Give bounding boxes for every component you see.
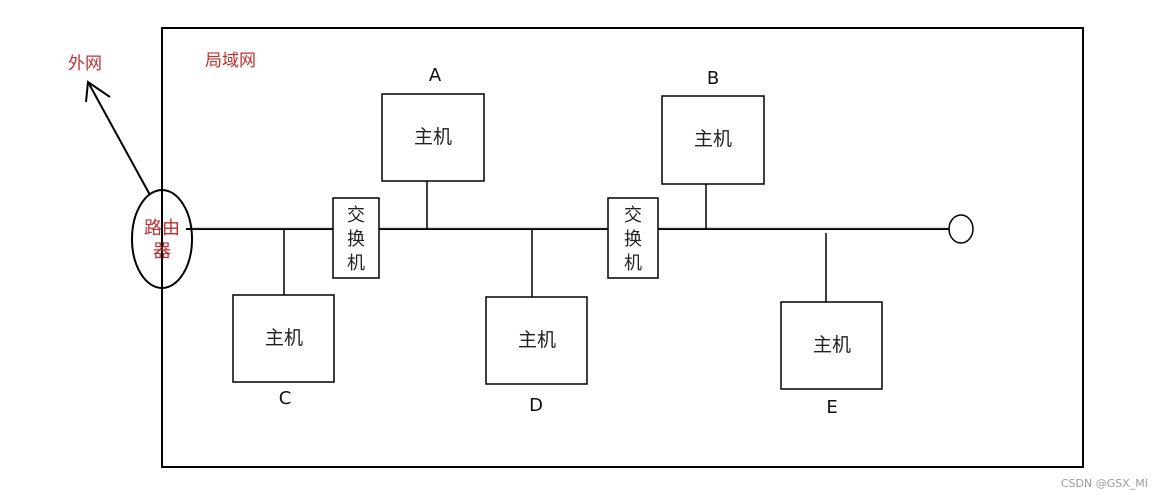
watermark: CSDN @GSX_MI <box>1061 477 1148 490</box>
host-b-label: 主机 <box>694 128 732 150</box>
router <box>131 189 193 289</box>
switch-2-char1: 交 <box>624 205 642 226</box>
host-d <box>485 296 588 385</box>
host-a <box>381 93 485 182</box>
switch-1-char3: 机 <box>347 253 365 274</box>
lan-boundary <box>161 27 1084 468</box>
arrow-shaft <box>87 81 151 196</box>
host-b <box>661 95 765 185</box>
host-c <box>232 294 335 383</box>
outer-net-label: 外网 <box>68 54 102 74</box>
switch-2-char2: 换 <box>624 229 642 250</box>
host-e-label: 主机 <box>813 334 851 356</box>
arrow-head <box>85 80 111 103</box>
host-d-label: 主机 <box>518 329 556 351</box>
terminator <box>948 214 974 244</box>
host-a-letter: A <box>429 65 442 86</box>
router-label-line2: 器 <box>153 241 171 262</box>
host-e <box>780 301 883 390</box>
host-e-letter: E <box>826 397 837 418</box>
host-b-letter: B <box>707 68 719 89</box>
router-label-line1: 路由 <box>144 218 180 239</box>
switch-1 <box>332 197 380 279</box>
switch-1-char2: 换 <box>347 229 365 250</box>
host-c-label: 主机 <box>265 327 303 349</box>
switch-1-char1: 交 <box>347 205 365 226</box>
lan-label: 局域网 <box>205 51 256 71</box>
host-c-letter: C <box>279 388 292 409</box>
switch-2-char3: 机 <box>624 253 642 274</box>
host-a-label: 主机 <box>414 126 452 148</box>
switch-2 <box>607 197 659 279</box>
host-d-letter: D <box>529 395 543 416</box>
